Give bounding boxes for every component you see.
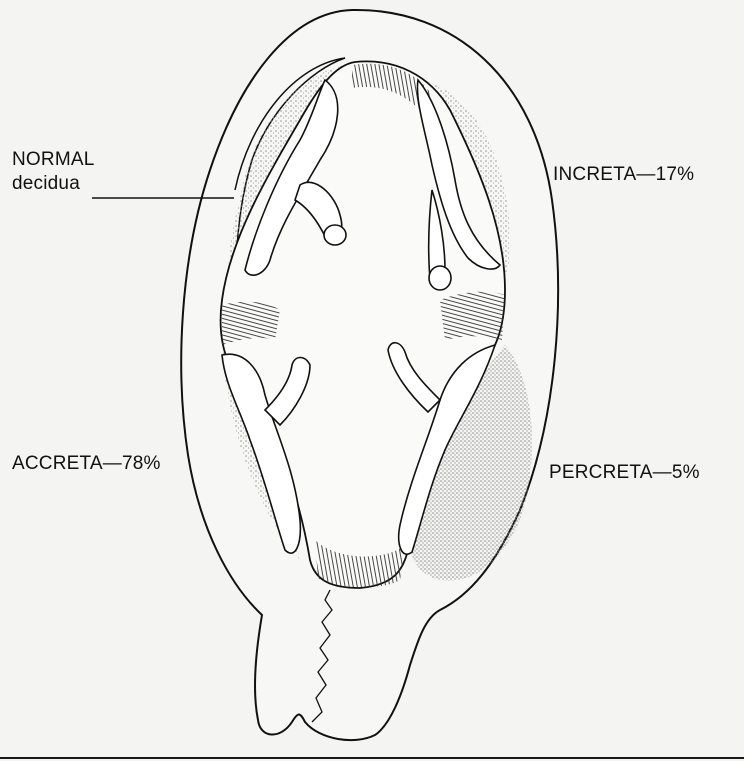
normal-label-line2: decidua <box>12 172 95 196</box>
percreta-label: PERCRETA—5% <box>549 461 700 485</box>
normal-label-line1: NORMAL <box>12 148 95 172</box>
bottom-border <box>0 757 744 759</box>
increta-label: INCRETA—17% <box>553 163 694 187</box>
accreta-label: ACCRETA—78% <box>12 452 161 476</box>
villus-upper-left-end <box>324 225 346 245</box>
normal-decidua-label: NORMAL decidua <box>12 148 95 196</box>
villus-upper-right-end <box>429 266 451 290</box>
cavity-wall-right <box>440 292 505 340</box>
